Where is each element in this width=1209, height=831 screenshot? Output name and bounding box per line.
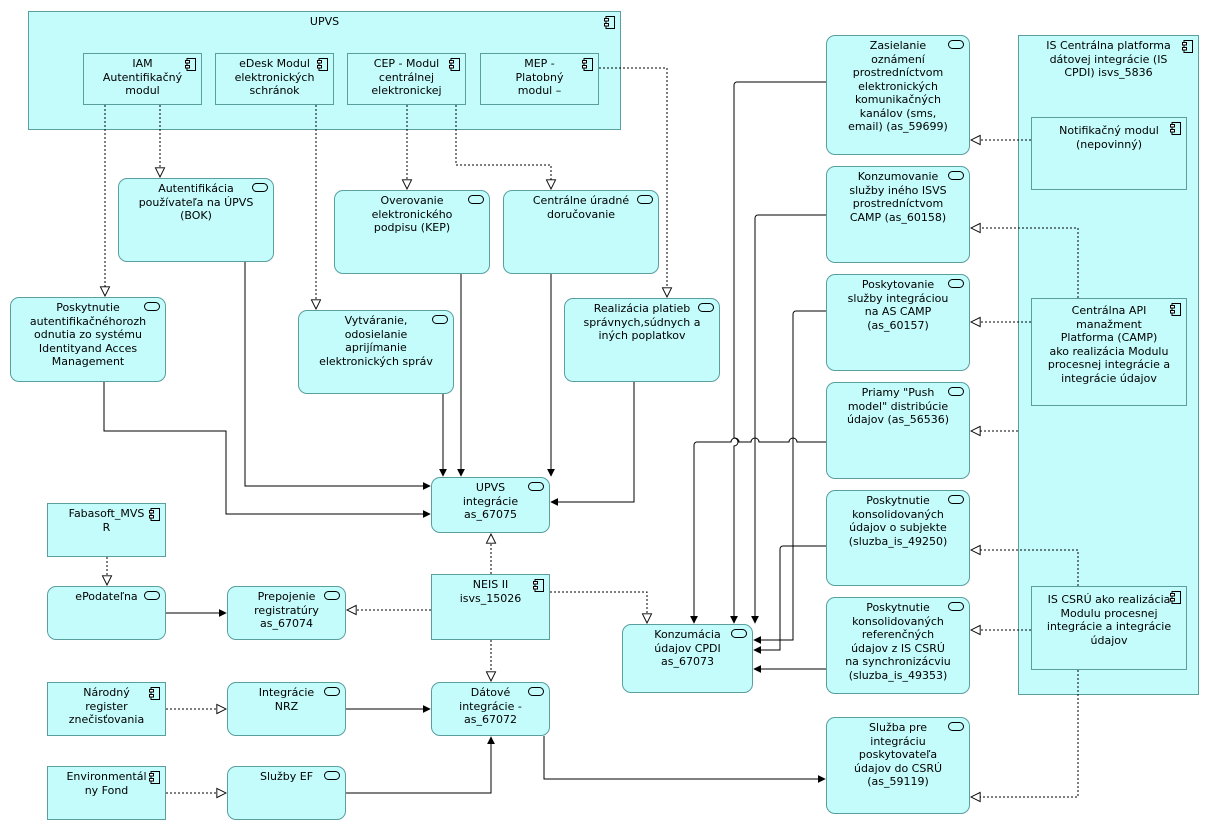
- nrz-register-component: Národný register znečisťovania: [47, 682, 166, 736]
- cep-component: CEP - Modul centrálnej elektronickej: [347, 53, 466, 105]
- service-platby: Realizácia platieb správnych,súdnych a i…: [564, 298, 720, 382]
- service-icon: [948, 495, 964, 504]
- component-icon: [1170, 303, 1181, 316]
- service-konsolidovanych-referencnych: Poskytnutie konsolidovaných referenčných…: [826, 597, 970, 694]
- notif-component: Notifikačný modul (nepovinný): [1031, 117, 1187, 190]
- component-icon: [1170, 591, 1181, 604]
- service-prepojenie: Prepojenie registratúry as_67074: [227, 586, 346, 640]
- service-icon: [468, 195, 484, 204]
- service-icon: [324, 687, 340, 696]
- mep-component: MEP - Platobný modul –: [480, 53, 599, 105]
- service-icon: [637, 195, 653, 204]
- component-icon: [533, 579, 544, 592]
- service-overovanie: Overovanie elektronického podpisu (KEP): [334, 190, 490, 274]
- service-upvs-integracie: UPVS integrácie as_67075: [431, 477, 550, 533]
- flow-zasielanie-konzumacia: [730, 81, 826, 624]
- service-icon: [948, 387, 964, 396]
- realization-links: [105, 67, 1079, 797]
- fabasoft-component: Fabasoft_MVS R: [47, 503, 166, 557]
- service-icon: [731, 629, 747, 638]
- service-integracie-nrz: Integrácie NRZ: [227, 682, 346, 736]
- service-icon: [948, 722, 964, 731]
- component-icon: [604, 16, 615, 29]
- flow-platby-upvs: [550, 382, 635, 506]
- component-icon: [185, 58, 196, 71]
- component-icon: [149, 508, 160, 521]
- service-autentifikacia: Autentifikácia používateľa na ÚPVS (BOK): [118, 178, 274, 262]
- envfond-component: Environmentál ny Fond: [47, 766, 166, 820]
- service-icon: [324, 771, 340, 780]
- link-csru-sluzba-pre: [971, 670, 1079, 797]
- link-mep-platby: [599, 67, 667, 297]
- component-icon: [449, 58, 460, 71]
- component-icon: [582, 58, 593, 71]
- service-icon: [948, 40, 964, 49]
- edesk-component: eDesk Modul elektronických schránok: [215, 53, 334, 105]
- service-icon: [528, 482, 544, 491]
- flow-subjekt-konzumacia: [753, 545, 826, 654]
- service-icon: [144, 302, 160, 311]
- service-priamy-push: Priamy "Push model" distribúcie údajov (…: [826, 382, 970, 479]
- cpdi-label: IS Centrálna platforma dátovej integráci…: [1046, 39, 1171, 79]
- service-vytvaranie-sprav: Vytváranie, odosielanie aprijímanie elek…: [298, 310, 454, 394]
- flow-poskytovanie-konzumacia: [753, 310, 826, 644]
- link-neis-konzumacia: [550, 591, 647, 623]
- component-icon: [149, 687, 160, 700]
- service-sluzby-ef: Služby EF: [227, 766, 346, 820]
- service-sluzba-pre-csru: Služba pre integráciu poskytovateľa údaj…: [826, 717, 970, 814]
- service-icon: [528, 687, 544, 696]
- service-epodatelna: ePodateľna: [47, 586, 166, 640]
- link-cep-centralne: [455, 105, 551, 189]
- flow-datove-sluzbapre: [543, 736, 826, 783]
- csru-component: IS CSRÚ ako realizácia Modulu procesnej …: [1031, 586, 1187, 670]
- component-icon: [1182, 40, 1193, 53]
- service-poskytnutie-iam: Poskytnutie autentifikačnéhorozh odnutia…: [10, 297, 166, 382]
- service-konzumovanie: Konzumovanie služby iného ISVS prostredn…: [826, 166, 970, 263]
- flow-links: [103, 81, 826, 794]
- component-icon: [1170, 122, 1181, 135]
- service-poskytovanie: Poskytovanie služby integráciou na AS CA…: [826, 274, 970, 371]
- service-icon: [144, 591, 160, 600]
- flow-poskytnutie-upvs: [103, 382, 431, 518]
- service-icon: [948, 602, 964, 611]
- service-zasielanie: Zasielanie oznámení prostredníctvom elek…: [826, 35, 970, 155]
- component-icon: [149, 771, 160, 784]
- flow-ef-datove: [346, 736, 495, 794]
- component-icon: [317, 58, 328, 71]
- service-konzumacia-cpdi: Konzumácia údajov CPDI as_67073: [622, 624, 753, 693]
- camp-component: Centrálna API manažment Platforma (CAMP)…: [1031, 298, 1187, 406]
- link-camp-konzumovanie: [971, 228, 1079, 298]
- iam-component: IAM Autentifikačný modul: [83, 53, 202, 105]
- service-datove-integracie: Dátové integrácie - as_67072: [431, 682, 550, 736]
- flow-autentifikacia-upvs: [244, 262, 431, 490]
- neis-component: NEIS II isvs_15026: [431, 574, 550, 640]
- link-csru-subjekt: [971, 550, 1079, 586]
- service-centralne-dorucovanie: Centrálne úradné doručovanie: [503, 190, 659, 274]
- flow-priamy-konzumacia: [690, 437, 826, 624]
- service-icon: [252, 183, 268, 192]
- upvs-label: UPVS: [309, 15, 340, 28]
- service-icon: [948, 279, 964, 288]
- service-icon: [324, 591, 340, 600]
- service-konsolidovanych-subjekt: Poskytnutie konsolidovaných údajov o sub…: [826, 490, 970, 586]
- service-icon: [948, 171, 964, 180]
- service-icon: [432, 315, 448, 324]
- service-icon: [698, 303, 714, 312]
- flow-konzumovanie-konzumacia: [751, 214, 826, 624]
